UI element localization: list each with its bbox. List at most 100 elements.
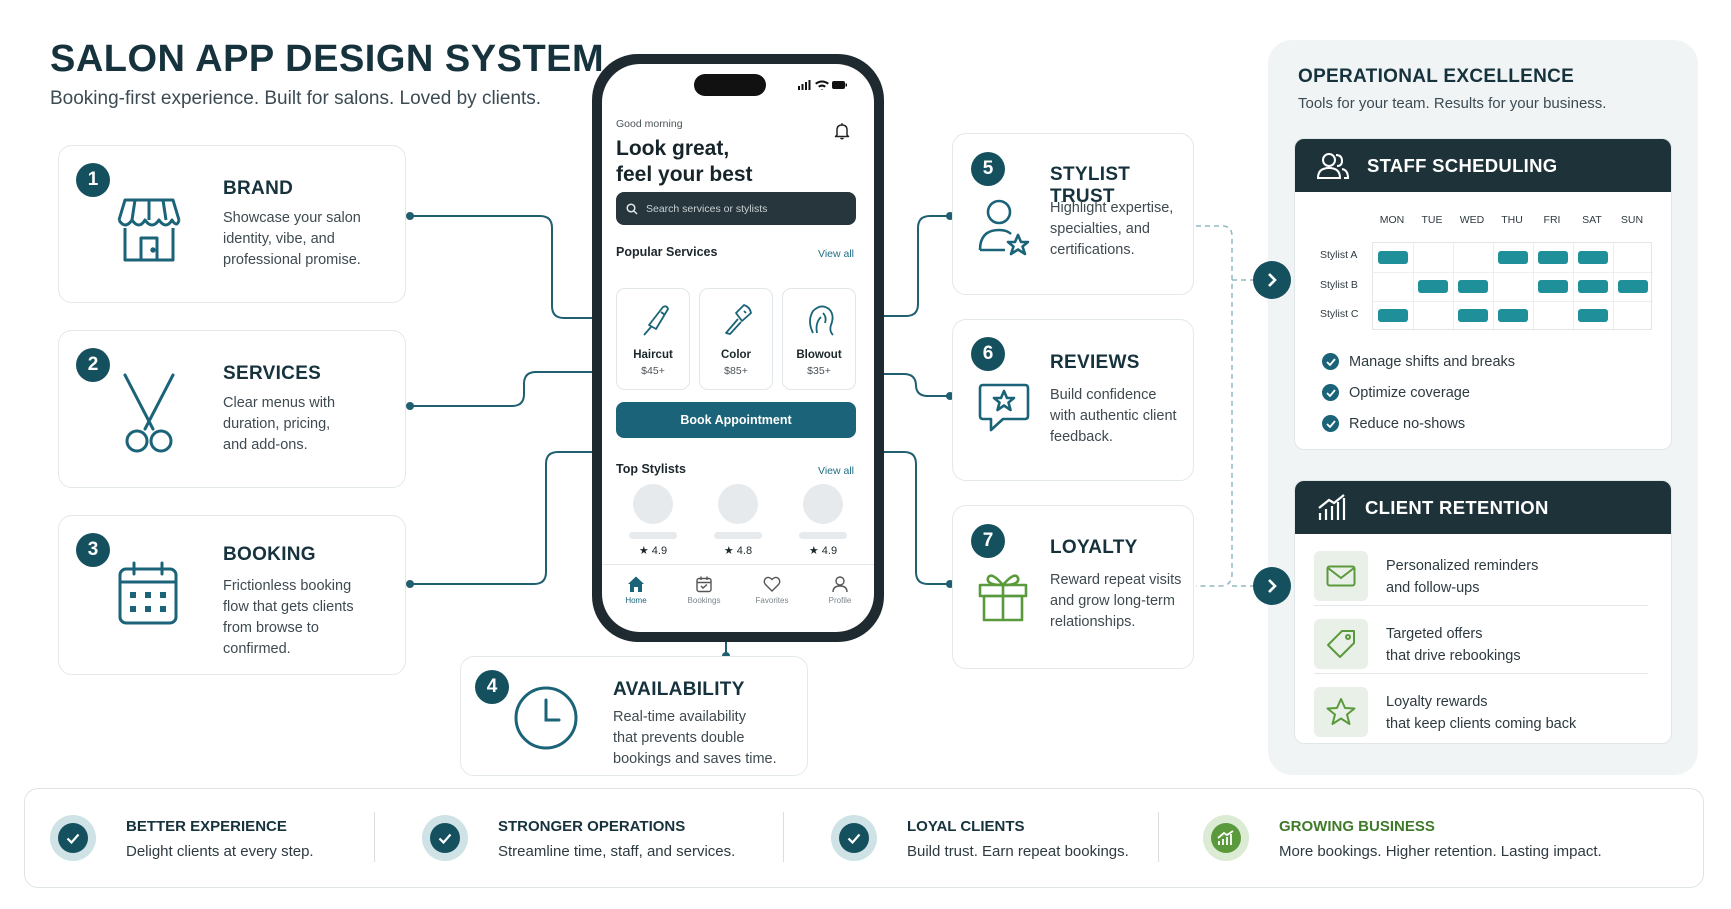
nav-favorites[interactable]: Favorites xyxy=(742,575,802,605)
star-icon xyxy=(1314,687,1368,737)
service-card-haircut[interactable]: Haircut $45+ xyxy=(616,288,690,390)
divider xyxy=(783,812,784,862)
storefront-icon xyxy=(111,192,187,268)
check-icon xyxy=(1322,415,1339,432)
shift-block[interactable] xyxy=(1418,280,1448,293)
heart-icon xyxy=(763,576,781,592)
step-number: 5 xyxy=(971,152,1005,186)
service-card-blowout[interactable]: Blowout $35+ xyxy=(782,288,856,390)
feature-title: BRAND xyxy=(223,178,294,199)
scissors-icon xyxy=(111,371,187,455)
staff-scheduling-card: STAFF SCHEDULING xyxy=(1294,138,1672,450)
day-label: THU xyxy=(1501,214,1523,226)
avatar xyxy=(803,484,843,524)
view-all-stylists-link[interactable]: View all xyxy=(818,465,854,477)
stylist-row-label: Stylist A xyxy=(1320,249,1358,261)
status-icons xyxy=(798,78,848,96)
service-card-color[interactable]: Color $85+ xyxy=(699,288,773,390)
book-appointment-button[interactable]: Book Appointment xyxy=(616,402,856,438)
check-icon xyxy=(422,815,468,861)
nav-bookings[interactable]: Bookings xyxy=(674,575,734,605)
shift-block[interactable] xyxy=(1498,251,1528,264)
staff-scheduling-title: STAFF SCHEDULING xyxy=(1367,154,1558,176)
shift-block[interactable] xyxy=(1578,251,1608,264)
service-name: Haircut xyxy=(633,349,673,361)
divider xyxy=(1158,812,1159,862)
review-bubble-icon xyxy=(977,382,1031,434)
feature-title: LOYALTY xyxy=(1050,537,1138,558)
feature-title: STYLIST TRUST xyxy=(1050,164,1131,207)
step-number: 4 xyxy=(475,670,509,704)
feature-title: SERVICES xyxy=(223,363,322,384)
scheduling-benefit: Optimize coverage xyxy=(1322,384,1470,401)
shift-block[interactable] xyxy=(1538,251,1568,264)
avatar xyxy=(718,484,758,524)
grid-line xyxy=(1493,243,1494,331)
stylist-rating: ★ 4.9 xyxy=(808,545,838,557)
stylist-card[interactable]: ★ 4.9 xyxy=(793,484,853,557)
grid-line xyxy=(1613,243,1614,331)
check-icon xyxy=(1322,353,1339,370)
feature-title: BOOKING xyxy=(223,544,316,565)
grid-line xyxy=(1373,272,1653,273)
shift-block[interactable] xyxy=(1618,280,1648,293)
stylist-star-icon xyxy=(977,198,1031,258)
step-number: 1 xyxy=(76,163,110,197)
panel-title: OPERATIONAL EXCELLENCE xyxy=(1298,66,1575,87)
feature-title: REVIEWS xyxy=(1050,352,1140,373)
chevron-right-icon xyxy=(1253,567,1291,605)
shift-block[interactable] xyxy=(1378,309,1408,322)
scheduling-benefit: Reduce no-shows xyxy=(1322,415,1465,432)
name-placeholder xyxy=(714,532,762,539)
stylist-card[interactable]: ★ 4.9 xyxy=(623,484,683,557)
clock-icon xyxy=(513,685,579,751)
shift-block[interactable] xyxy=(1578,280,1608,293)
feature-title: AVAILABILITY xyxy=(613,679,745,700)
outcome-better-experience: BETTER EXPERIENCE Delight clients at eve… xyxy=(50,812,350,866)
check-icon xyxy=(831,815,877,861)
profile-icon xyxy=(832,576,848,593)
check-icon xyxy=(50,815,96,861)
stylist-card[interactable]: ★ 4.8 xyxy=(708,484,768,557)
search-input[interactable]: Search services or stylists xyxy=(616,192,856,225)
shift-block[interactable] xyxy=(1458,309,1488,322)
staff-scheduling-header: STAFF SCHEDULING xyxy=(1295,139,1671,192)
divider xyxy=(374,812,375,862)
name-placeholder xyxy=(629,532,677,539)
client-retention-header: CLIENT RETENTION xyxy=(1295,481,1671,534)
view-all-services-link[interactable]: View all xyxy=(818,248,854,260)
scheduling-benefit: Manage shifts and breaks xyxy=(1322,353,1515,370)
hair-style-icon xyxy=(809,305,834,336)
shift-block[interactable] xyxy=(1578,309,1608,322)
shift-block[interactable] xyxy=(1378,251,1408,264)
shift-block[interactable] xyxy=(1498,309,1528,322)
envelope-icon xyxy=(1314,551,1368,601)
shift-block[interactable] xyxy=(1458,280,1488,293)
grid-line xyxy=(1533,243,1534,331)
bell-icon[interactable] xyxy=(834,122,850,145)
search-icon xyxy=(626,202,638,215)
dynamic-island xyxy=(694,74,766,96)
shift-block[interactable] xyxy=(1538,280,1568,293)
page-title: SALON APP DESIGN SYSTEM xyxy=(50,38,605,80)
service-name: Color xyxy=(720,349,752,361)
service-price: $35+ xyxy=(807,365,831,377)
nav-profile[interactable]: Profile xyxy=(810,575,870,605)
nav-home[interactable]: Home xyxy=(606,575,666,605)
step-number: 3 xyxy=(76,533,110,567)
grid-line xyxy=(1413,243,1414,331)
outcome-stronger-operations: STRONGER OPERATIONS Streamline time, sta… xyxy=(422,812,742,866)
headline: Look great,feel your best xyxy=(616,137,753,186)
client-retention-card: CLIENT RETENTION xyxy=(1294,480,1672,744)
